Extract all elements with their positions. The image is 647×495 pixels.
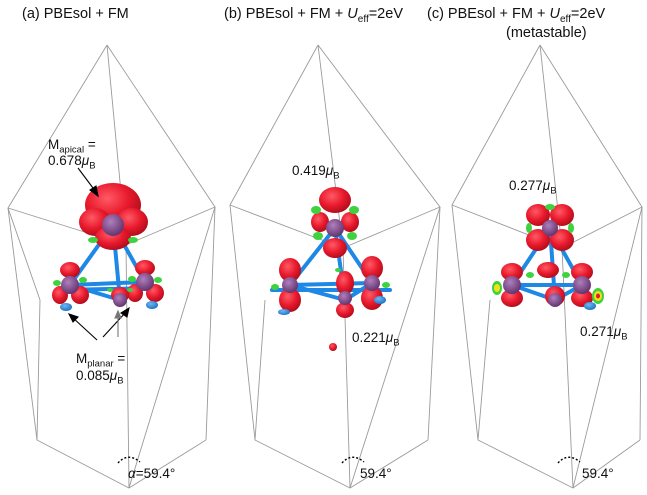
panel-a-planar-label: Mplanar = (76, 351, 126, 370)
panel-a-angle-arc (117, 456, 141, 464)
panel-c-title-line2: (metastable) (506, 25, 587, 41)
panel-c-side-moment: 0.271μB (580, 324, 628, 343)
panel-c-structure (492, 204, 604, 310)
panel-a-apical-label: Mapical = (48, 137, 96, 156)
panel-b-angle-arc (341, 456, 365, 464)
panel-b-angle-label: 59.4° (360, 466, 392, 481)
panel-a-angle-label: α=59.4° (128, 466, 176, 481)
panel-b-cell (229, 44, 441, 489)
panel-c-angle-arc (557, 456, 581, 464)
panel-a-arrows (67, 167, 130, 341)
panel-a-apical-value: 0.678μB (48, 153, 96, 172)
panel-b-title: (b) PBEsol + FM + Ueff=2eV (224, 6, 403, 25)
panel-a-title: (a) PBEsol + FM (22, 6, 129, 22)
panel-c-title: (c) PBEsol + FM + Ueff=2eV (427, 6, 606, 25)
panel-c-top-moment: 0.277μB (509, 178, 557, 197)
panel-b-side-moment: 0.221μB (352, 330, 400, 349)
panel-a-grey-arrow (114, 309, 122, 337)
panel-a-structure (52, 183, 164, 311)
panel-b-structure (270, 187, 392, 351)
panel-b-top-moment: 0.419μB (292, 163, 340, 182)
panel-a-planar-value: 0.085μB (76, 368, 124, 387)
panel-a-cell (7, 44, 216, 489)
panel-c-angle-label: 59.4° (582, 466, 614, 481)
